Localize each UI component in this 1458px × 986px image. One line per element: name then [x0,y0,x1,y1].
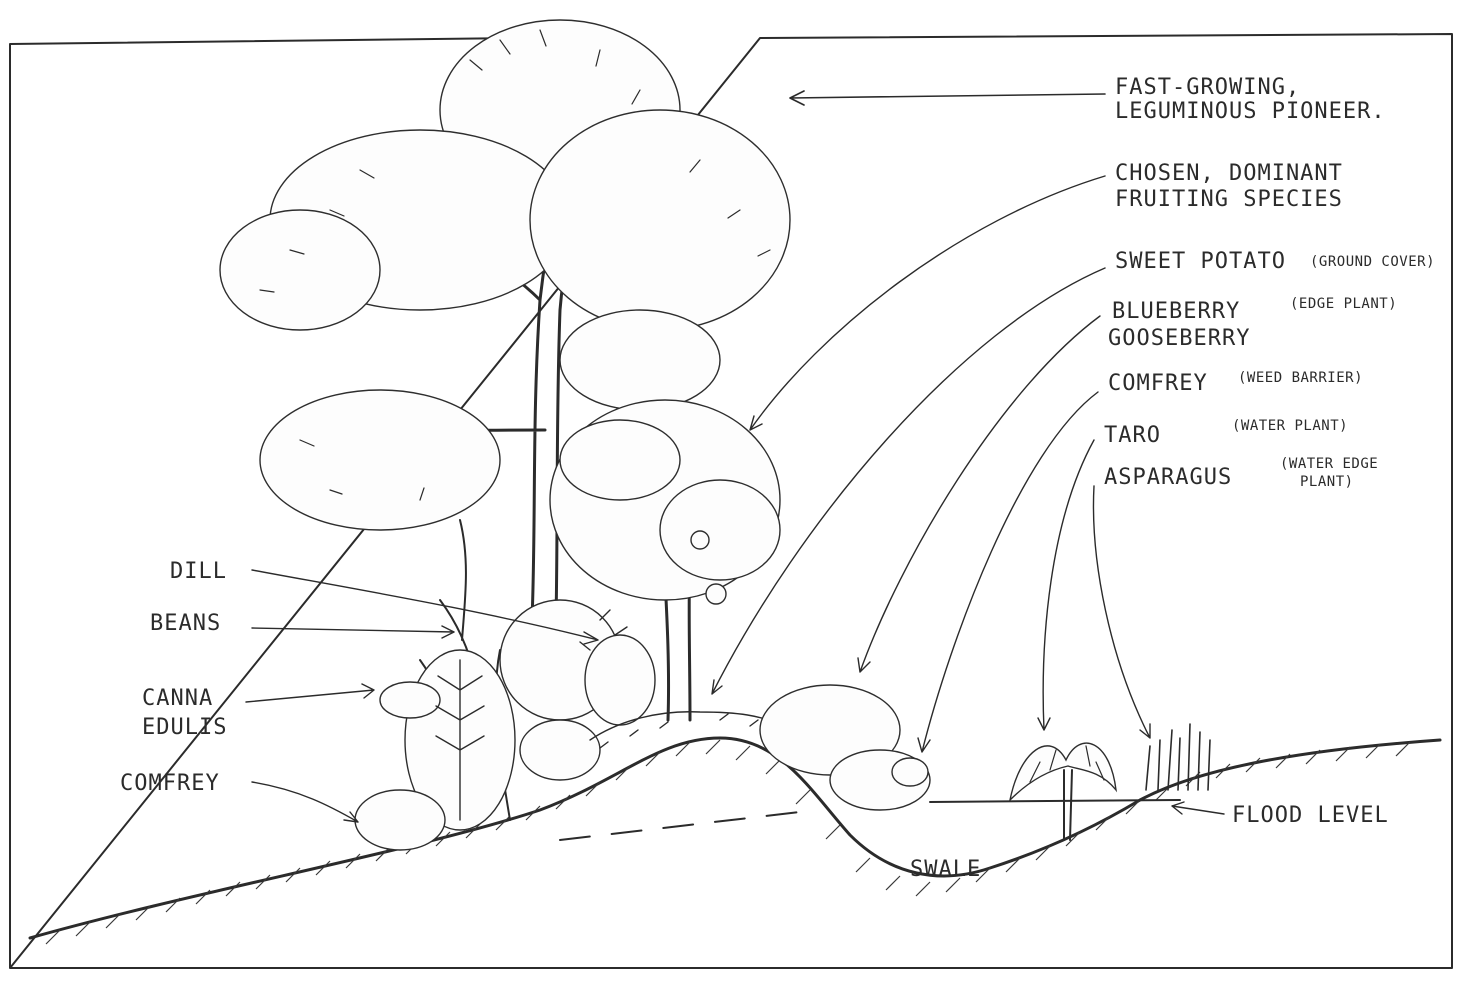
label-comfrey-right-text: COMFREY [1108,371,1208,396]
ground-line [28,736,1442,940]
label-comfrey-right: COMFREY (WEED BARRIER) [917,370,1363,753]
flood-level-line [929,799,1181,803]
label-canna: CANNA EDULIS [142,683,375,740]
label-asparagus-note-line2: PLANT) [1300,474,1354,490]
label-beans: BEANS [150,611,455,639]
beans-dill-cluster [499,599,656,726]
label-sweet-potato: SWEET POTATO (GROUND COVER) [711,249,1435,695]
label-asparagus: ASPARAGUS (WATER EDGE PLANT) [1092,456,1378,739]
label-asparagus-note-line1: (WATER EDGE [1280,456,1378,472]
canna-plant [379,519,516,831]
label-dominant-line1: CHOSEN, DOMINANT [1115,161,1343,186]
label-gooseberry-text: GOOSEBERRY [1108,326,1250,351]
asparagus-plant [1145,723,1211,791]
label-sweet-potato-text: SWEET POTATO [1115,249,1286,274]
label-dill: DILL [170,559,599,645]
label-canna-line1: CANNA [142,686,213,711]
label-asparagus-text: ASPARAGUS [1104,465,1232,490]
label-comfrey-right-note: (WEED BARRIER) [1238,370,1363,386]
label-pioneer-line1: FAST-GROWING, [1115,75,1300,100]
label-dominant: CHOSEN, DOMINANT FRUITING SPECIES [749,161,1343,431]
label-sweet-potato-note: (GROUND COVER) [1310,254,1435,270]
subsurface-dash [559,811,801,841]
label-canna-line2: EDULIS [142,715,227,740]
ground-cover-mound [589,711,781,749]
label-dominant-line2: FRUITING SPECIES [1115,187,1343,212]
label-comfrey-left-text: COMFREY [120,771,220,796]
label-comfrey-left: COMFREY [120,771,359,823]
label-swale: SWALE [910,857,981,882]
taro-plant [1008,742,1117,841]
label-blueberry: BLUEBERRY (EDGE PLANT) GOOSEBERRY [857,296,1397,673]
ground [28,736,1442,945]
label-dill-text: DILL [170,559,227,584]
label-pioneer-line2: LEGUMINOUS PIONEER. [1115,99,1386,124]
pioneer-tree [219,19,791,622]
label-blueberry-text: BLUEBERRY [1112,299,1240,324]
label-beans-text: BEANS [150,611,221,636]
blueberry-shrub [759,684,931,811]
label-pioneer: FAST-GROWING, LEGUMINOUS PIONEER. [789,75,1386,124]
label-flood-level-text: FLOOD LEVEL [1232,803,1389,828]
fruiting-tree [549,399,781,722]
label-taro-note: (WATER PLANT) [1232,418,1348,434]
ground-hatching [45,739,1411,945]
label-flood-level: FLOOD LEVEL [1171,801,1389,828]
label-taro-text: TARO [1104,423,1161,448]
label-blueberry-note: (EDGE PLANT) [1290,296,1397,312]
label-taro: TARO (WATER PLANT) [1037,418,1348,731]
pioneer-canopy [219,19,791,531]
frame-border [9,33,1453,969]
